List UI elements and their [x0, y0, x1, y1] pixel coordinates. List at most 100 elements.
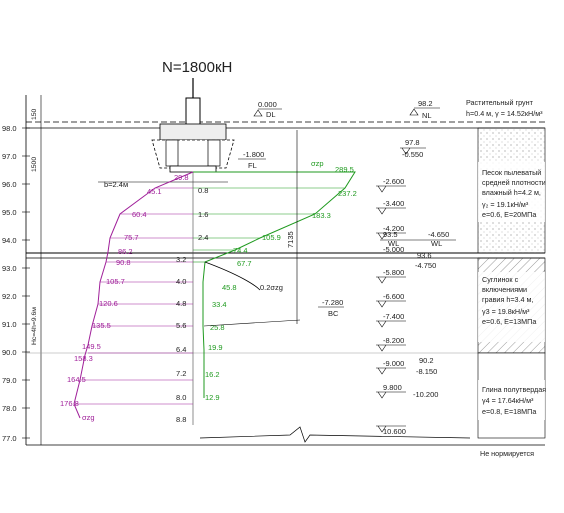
elev-tick: 94.0	[2, 236, 17, 245]
z-dim: 7135	[286, 231, 295, 248]
ratio-curve	[204, 261, 261, 291]
svg-text:-6.600: -6.600	[383, 292, 404, 301]
szp-val: 289.5	[335, 165, 354, 174]
szg-val: 158.3	[74, 354, 93, 363]
break-line	[199, 426, 471, 443]
szg-val: 120.6	[99, 299, 118, 308]
szg-val: 60.4	[132, 210, 147, 219]
svg-text:8.8: 8.8	[176, 415, 186, 424]
svg-text:5.6: 5.6	[176, 321, 186, 330]
svg-text:2.4: 2.4	[198, 233, 208, 242]
szg-val: 176.8	[60, 399, 79, 408]
svg-text:0.8: 0.8	[198, 186, 208, 195]
soil-2-name: Песок пылеватый средней плотности влажны…	[482, 168, 548, 197]
soil-3-params: γ3 = 19.8кН/м³ e=0.6, E=13МПа	[482, 307, 536, 326]
svg-text:7.2: 7.2	[176, 369, 186, 378]
sigma-zg-hlines	[74, 187, 193, 405]
depth-mark-symbols	[376, 147, 426, 433]
szp-val: 12.9	[205, 393, 220, 402]
sigma-zg-curve	[73, 171, 194, 419]
soil-1-name: Растительный грунт	[466, 98, 534, 107]
elev-tick: 96.0	[2, 180, 17, 189]
svg-text:-8.200: -8.200	[383, 336, 404, 345]
szp-val: 16.2	[205, 370, 220, 379]
wl-left-label: WL	[388, 239, 399, 248]
szp-val: 67.7	[237, 259, 252, 268]
sigma-zp-values: 289.5 237.2 183.3 105.9 74.4 67.7 45.8 3…	[205, 165, 357, 402]
szp-val: 25.8	[210, 323, 225, 332]
szp-val: 237.2	[338, 189, 357, 198]
wl-left-value: 93.5	[383, 230, 398, 239]
szg-val: 105.7	[106, 277, 125, 286]
dim-150: 150	[31, 108, 38, 120]
szp-val: 45.8	[222, 283, 237, 292]
svg-text:-2.600: -2.600	[383, 177, 404, 186]
elev-tick: 77.0	[2, 434, 17, 443]
szg-val: 135.5	[92, 321, 111, 330]
szg-val: 86.2	[118, 247, 133, 256]
svg-text:-10.200: -10.200	[413, 390, 438, 399]
soil-1-params: h=0.4 м, γ = 14.52кН/м³	[466, 109, 543, 118]
szg-val: 164.5	[67, 375, 86, 384]
szg-val: 29.8	[174, 173, 189, 182]
sigma-zp-hlines	[193, 187, 345, 263]
szg-val: 149.5	[82, 342, 101, 351]
szp-val: 105.9	[262, 233, 281, 242]
svg-text:90.2: 90.2	[419, 356, 434, 365]
soil-2-params: γ₂ = 19.1кН/м³ e=0.6, E=20МПа	[482, 200, 536, 219]
svg-text:6.4: 6.4	[176, 345, 186, 354]
footer-note: Не нормируется	[480, 449, 534, 458]
svg-text:-3.400: -3.400	[383, 199, 404, 208]
svg-text:-9.000: -9.000	[383, 359, 404, 368]
foundation	[151, 97, 235, 173]
nl-value: 98.2	[418, 99, 433, 108]
load-label: N=1800кН	[162, 59, 232, 76]
elev-tick: 92.0	[2, 292, 17, 301]
svg-text:10.600: 10.600	[383, 427, 406, 436]
sigma-zg-values: 29.8 45.1 60.4 75.7 86.2 90.8 105.7 120.…	[60, 173, 189, 408]
wl-right-value: -4.650	[428, 230, 449, 239]
svg-text:-4.750: -4.750	[415, 261, 436, 270]
svg-text:-0.550: -0.550	[402, 150, 423, 159]
sigma-zp-label: σzp	[311, 159, 324, 168]
svg-text:-8.150: -8.150	[416, 367, 437, 376]
szp-val: 19.9	[208, 343, 223, 352]
elev-tick: 78.0	[2, 404, 17, 413]
elev-tick: 91.0	[2, 320, 17, 329]
elev-tick: 93.0	[2, 264, 17, 273]
svg-text:-5.000: -5.000	[383, 245, 404, 254]
elevation-ticks: 98.0 97.0 96.0 95.0 94.0 93.0 92.0 91.0 …	[2, 124, 17, 443]
svg-text:9.800: 9.800	[383, 383, 402, 392]
elev-tick: 90.0	[2, 348, 17, 357]
depth-marks: 97.8 -0.550 -2.600 -3.400 -4.200 -5.000 …	[383, 138, 438, 436]
ratio-label: 0.2σzg	[260, 283, 283, 292]
szg-val: 90.8	[116, 258, 131, 267]
svg-text:-4.200: -4.200	[383, 224, 404, 233]
svg-text:8.0: 8.0	[176, 393, 186, 402]
szg-val: 45.1	[147, 187, 162, 196]
svg-text:4.8: 4.8	[176, 299, 186, 308]
fl-label: FL	[248, 161, 257, 170]
alpha-values: 0.8 1.6 2.4 3.2 4.0 4.8 5.6 6.4 7.2 8.0 …	[176, 186, 208, 424]
dl-label: DL	[266, 110, 276, 119]
soil-3-name: Суглинок с включениями гравия h=3.4 м,	[482, 275, 533, 304]
svg-text:3.2: 3.2	[176, 255, 186, 264]
nl-label: NL	[422, 111, 432, 120]
szp-val: 74.4	[233, 246, 248, 255]
dim-1500: 1500	[31, 157, 38, 172]
elev-tick: 79.0	[2, 376, 17, 385]
svg-text:93.6: 93.6	[417, 251, 432, 260]
soil-4-name: Глина полутвердая	[482, 385, 546, 394]
svg-text:-7.400: -7.400	[383, 312, 404, 321]
wl-right-label: WL	[431, 239, 442, 248]
sigma-zg-label: σzg	[82, 413, 95, 422]
elev-tick: 95.0	[2, 208, 17, 217]
bc-leader	[203, 319, 301, 327]
svg-text:4.0: 4.0	[176, 277, 186, 286]
svg-text:-5.800: -5.800	[383, 268, 404, 277]
fl-value: -1.800	[243, 150, 264, 159]
szp-val: 33.4	[212, 300, 227, 309]
szg-val: 75.7	[124, 233, 139, 242]
